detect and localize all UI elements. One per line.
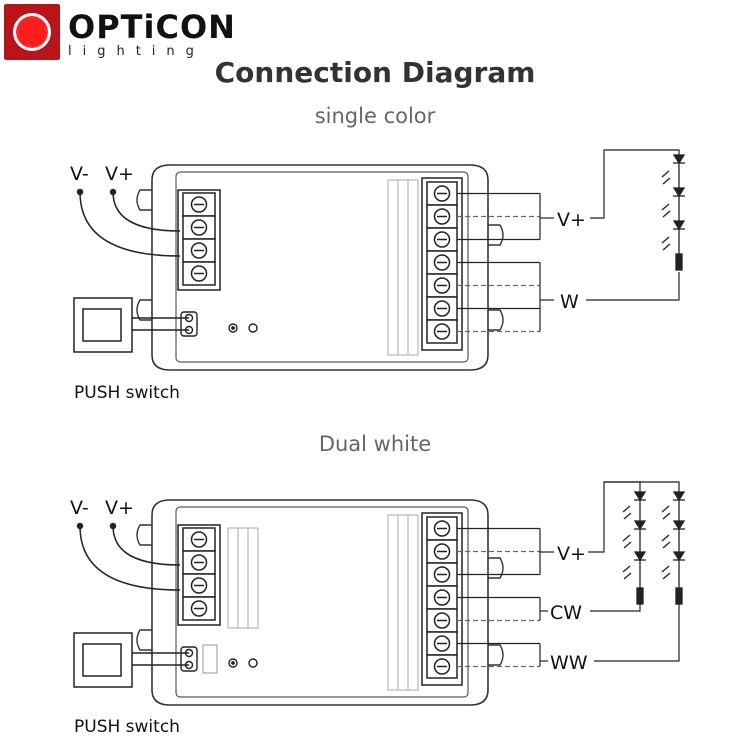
diagram-dual-white: V- V+ V+ CW WW PUSH switch — [70, 481, 686, 737]
diagram-heading-dual-white: Dual white — [318, 432, 432, 456]
brand-logo: OPTiCON lighting — [4, 4, 254, 60]
led-string-cw — [622, 491, 647, 605]
input-terminal-block — [177, 524, 221, 626]
output-label-vplus: V+ — [557, 209, 586, 231]
output-label-vplus: V+ — [557, 543, 586, 565]
output-label-w: W — [560, 291, 579, 313]
logo-badge-icon — [4, 4, 60, 60]
page-title: Connection Diagram — [214, 56, 536, 89]
push-switch — [73, 632, 189, 688]
output-terminal-block — [421, 512, 463, 686]
switch-connector — [180, 311, 258, 337]
output-label-ww: WW — [550, 652, 588, 674]
output-terminal-block — [421, 177, 463, 351]
input-label-strip — [227, 527, 259, 629]
input-label-vminus: V- — [70, 163, 89, 185]
output-wires — [457, 149, 680, 333]
diagram-heading-single-color: single color — [314, 104, 436, 128]
output-label-strip — [387, 514, 419, 691]
push-switch-label: PUSH switch — [74, 383, 180, 403]
input-terminal-block — [177, 189, 221, 291]
diagram-single-color: V- V+ V+ W PUSH switch — [70, 149, 686, 403]
input-label-vplus: V+ — [105, 163, 134, 185]
output-label-strip — [387, 179, 419, 356]
output-label-cw: CW — [550, 602, 582, 624]
logo-circle-icon — [13, 13, 51, 51]
input-wires — [76, 522, 181, 591]
led-string-ww — [661, 491, 686, 605]
output-wires — [457, 481, 680, 668]
controller-body — [136, 164, 504, 371]
switch-connector — [180, 644, 258, 674]
input-label-vminus: V- — [70, 497, 89, 519]
push-switch — [73, 297, 189, 353]
input-wires — [76, 188, 181, 257]
controller-body — [136, 499, 504, 706]
brand-tagline: lighting — [68, 44, 205, 59]
brand-name: OPTiCON — [68, 8, 236, 46]
push-switch-label: PUSH switch — [74, 717, 180, 737]
led-string — [661, 154, 686, 271]
input-label-vplus: V+ — [105, 497, 134, 519]
